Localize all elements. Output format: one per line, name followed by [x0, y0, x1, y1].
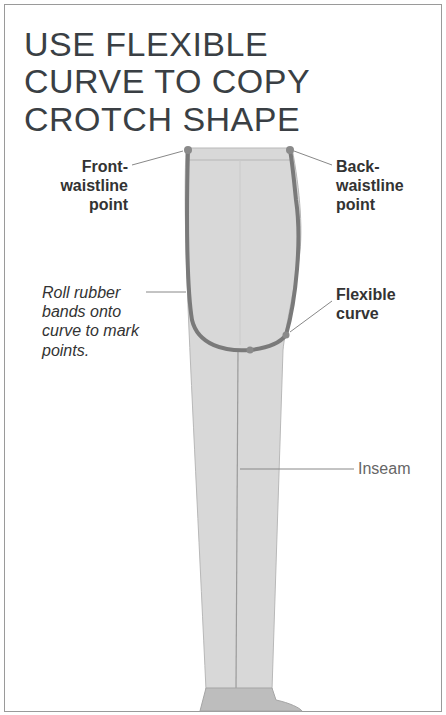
leader-line: [146, 292, 186, 293]
rubber-band-mark: [283, 332, 290, 339]
callout-label: Flexible curve: [336, 285, 426, 323]
leader-line: [132, 151, 183, 165]
leader-line: [290, 301, 332, 332]
callout-label: Back-waistline point: [336, 157, 436, 215]
note-text: Roll rubber bands onto curve to mark poi…: [42, 283, 144, 360]
frame: [5, 5, 442, 712]
callout-label: Inseam: [358, 459, 438, 478]
shoe: [200, 688, 302, 711]
leader-line: [294, 151, 332, 165]
inseam-line: [236, 350, 238, 690]
rubber-band-mark: [184, 146, 192, 154]
callout-label: Front-waistline point: [36, 157, 128, 215]
title: USE FLEXIBLE CURVE TO COPY CROTCH SHAPE: [24, 26, 344, 138]
rubber-band-mark: [247, 347, 254, 354]
rubber-band-mark: [286, 146, 294, 154]
center-seam: [240, 160, 241, 345]
flexible-curve: [187, 150, 298, 350]
pants-outline: [185, 148, 301, 690]
leader-line: [240, 469, 354, 470]
